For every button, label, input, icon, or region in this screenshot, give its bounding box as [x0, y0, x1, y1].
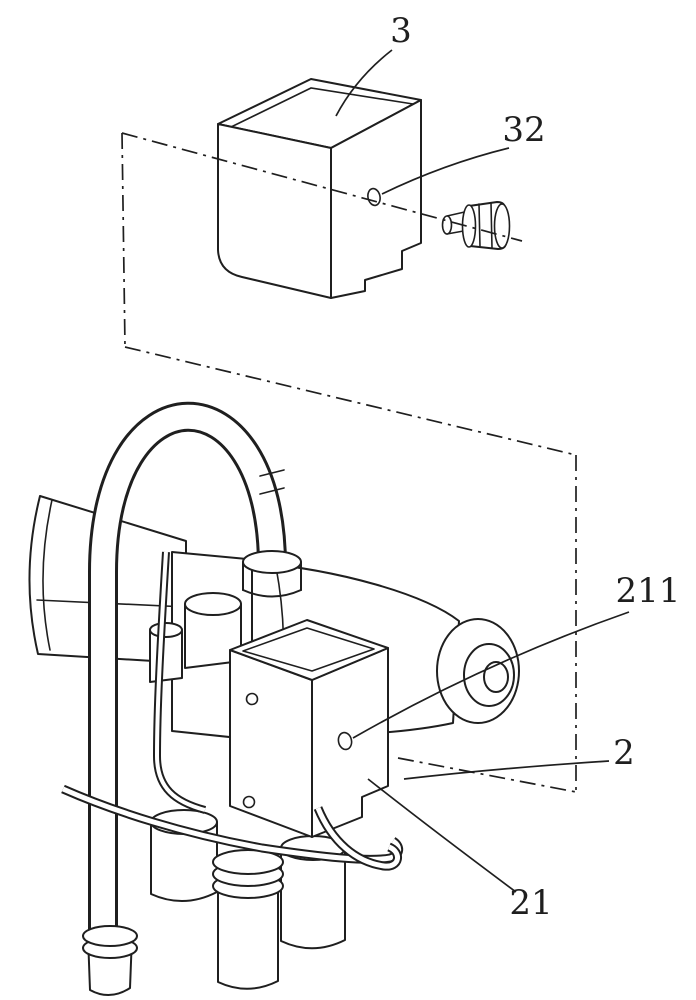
bracket-front-face — [229, 649, 313, 838]
cover-edge-thickness — [228, 87, 414, 129]
cover-hole-32 — [367, 187, 381, 207]
phantom-left-edge — [121, 132, 126, 348]
label-32: 32 — [502, 110, 545, 150]
bracket-screw-hole-bottom — [242, 795, 256, 809]
phantom-bottom-edge — [397, 757, 577, 793]
bolt-centerline — [121, 132, 523, 242]
label-21: 21 — [509, 883, 552, 923]
cover-left-face — [217, 123, 332, 299]
bracket-rim-inner — [242, 627, 375, 672]
mounting-bolt — [441, 201, 511, 250]
leader-2 — [403, 760, 610, 780]
bracket-screw-hole-top — [245, 692, 259, 706]
mounting-bracket — [229, 619, 389, 838]
bolt-tip — [441, 215, 453, 235]
hose — [313, 806, 402, 871]
leader-32 — [381, 147, 510, 195]
bolt-head-end — [493, 203, 511, 249]
reference-labels: 3 32 211 2 21 — [390, 11, 680, 923]
handle-sleeve — [259, 469, 285, 495]
phantom-outline — [121, 132, 577, 793]
leader-211 — [352, 611, 630, 739]
label-211: 211 — [616, 571, 681, 611]
handle-tube — [88, 401, 287, 950]
cover-assembly — [217, 78, 422, 299]
suction-feet — [150, 809, 346, 990]
sprayer-machine — [28, 401, 520, 996]
label-3: 3 — [390, 11, 412, 51]
bracket-hole-211 — [337, 731, 353, 751]
bolt-head-facets — [478, 202, 493, 249]
leader-3 — [335, 49, 393, 117]
handle-foot — [82, 925, 138, 996]
handle-collar — [242, 550, 302, 598]
leader-lines — [335, 49, 630, 893]
bolt-flange — [461, 204, 477, 248]
phantom-diagonal-edge — [124, 346, 577, 456]
label-2: 2 — [613, 733, 635, 773]
leader-21 — [367, 778, 517, 893]
